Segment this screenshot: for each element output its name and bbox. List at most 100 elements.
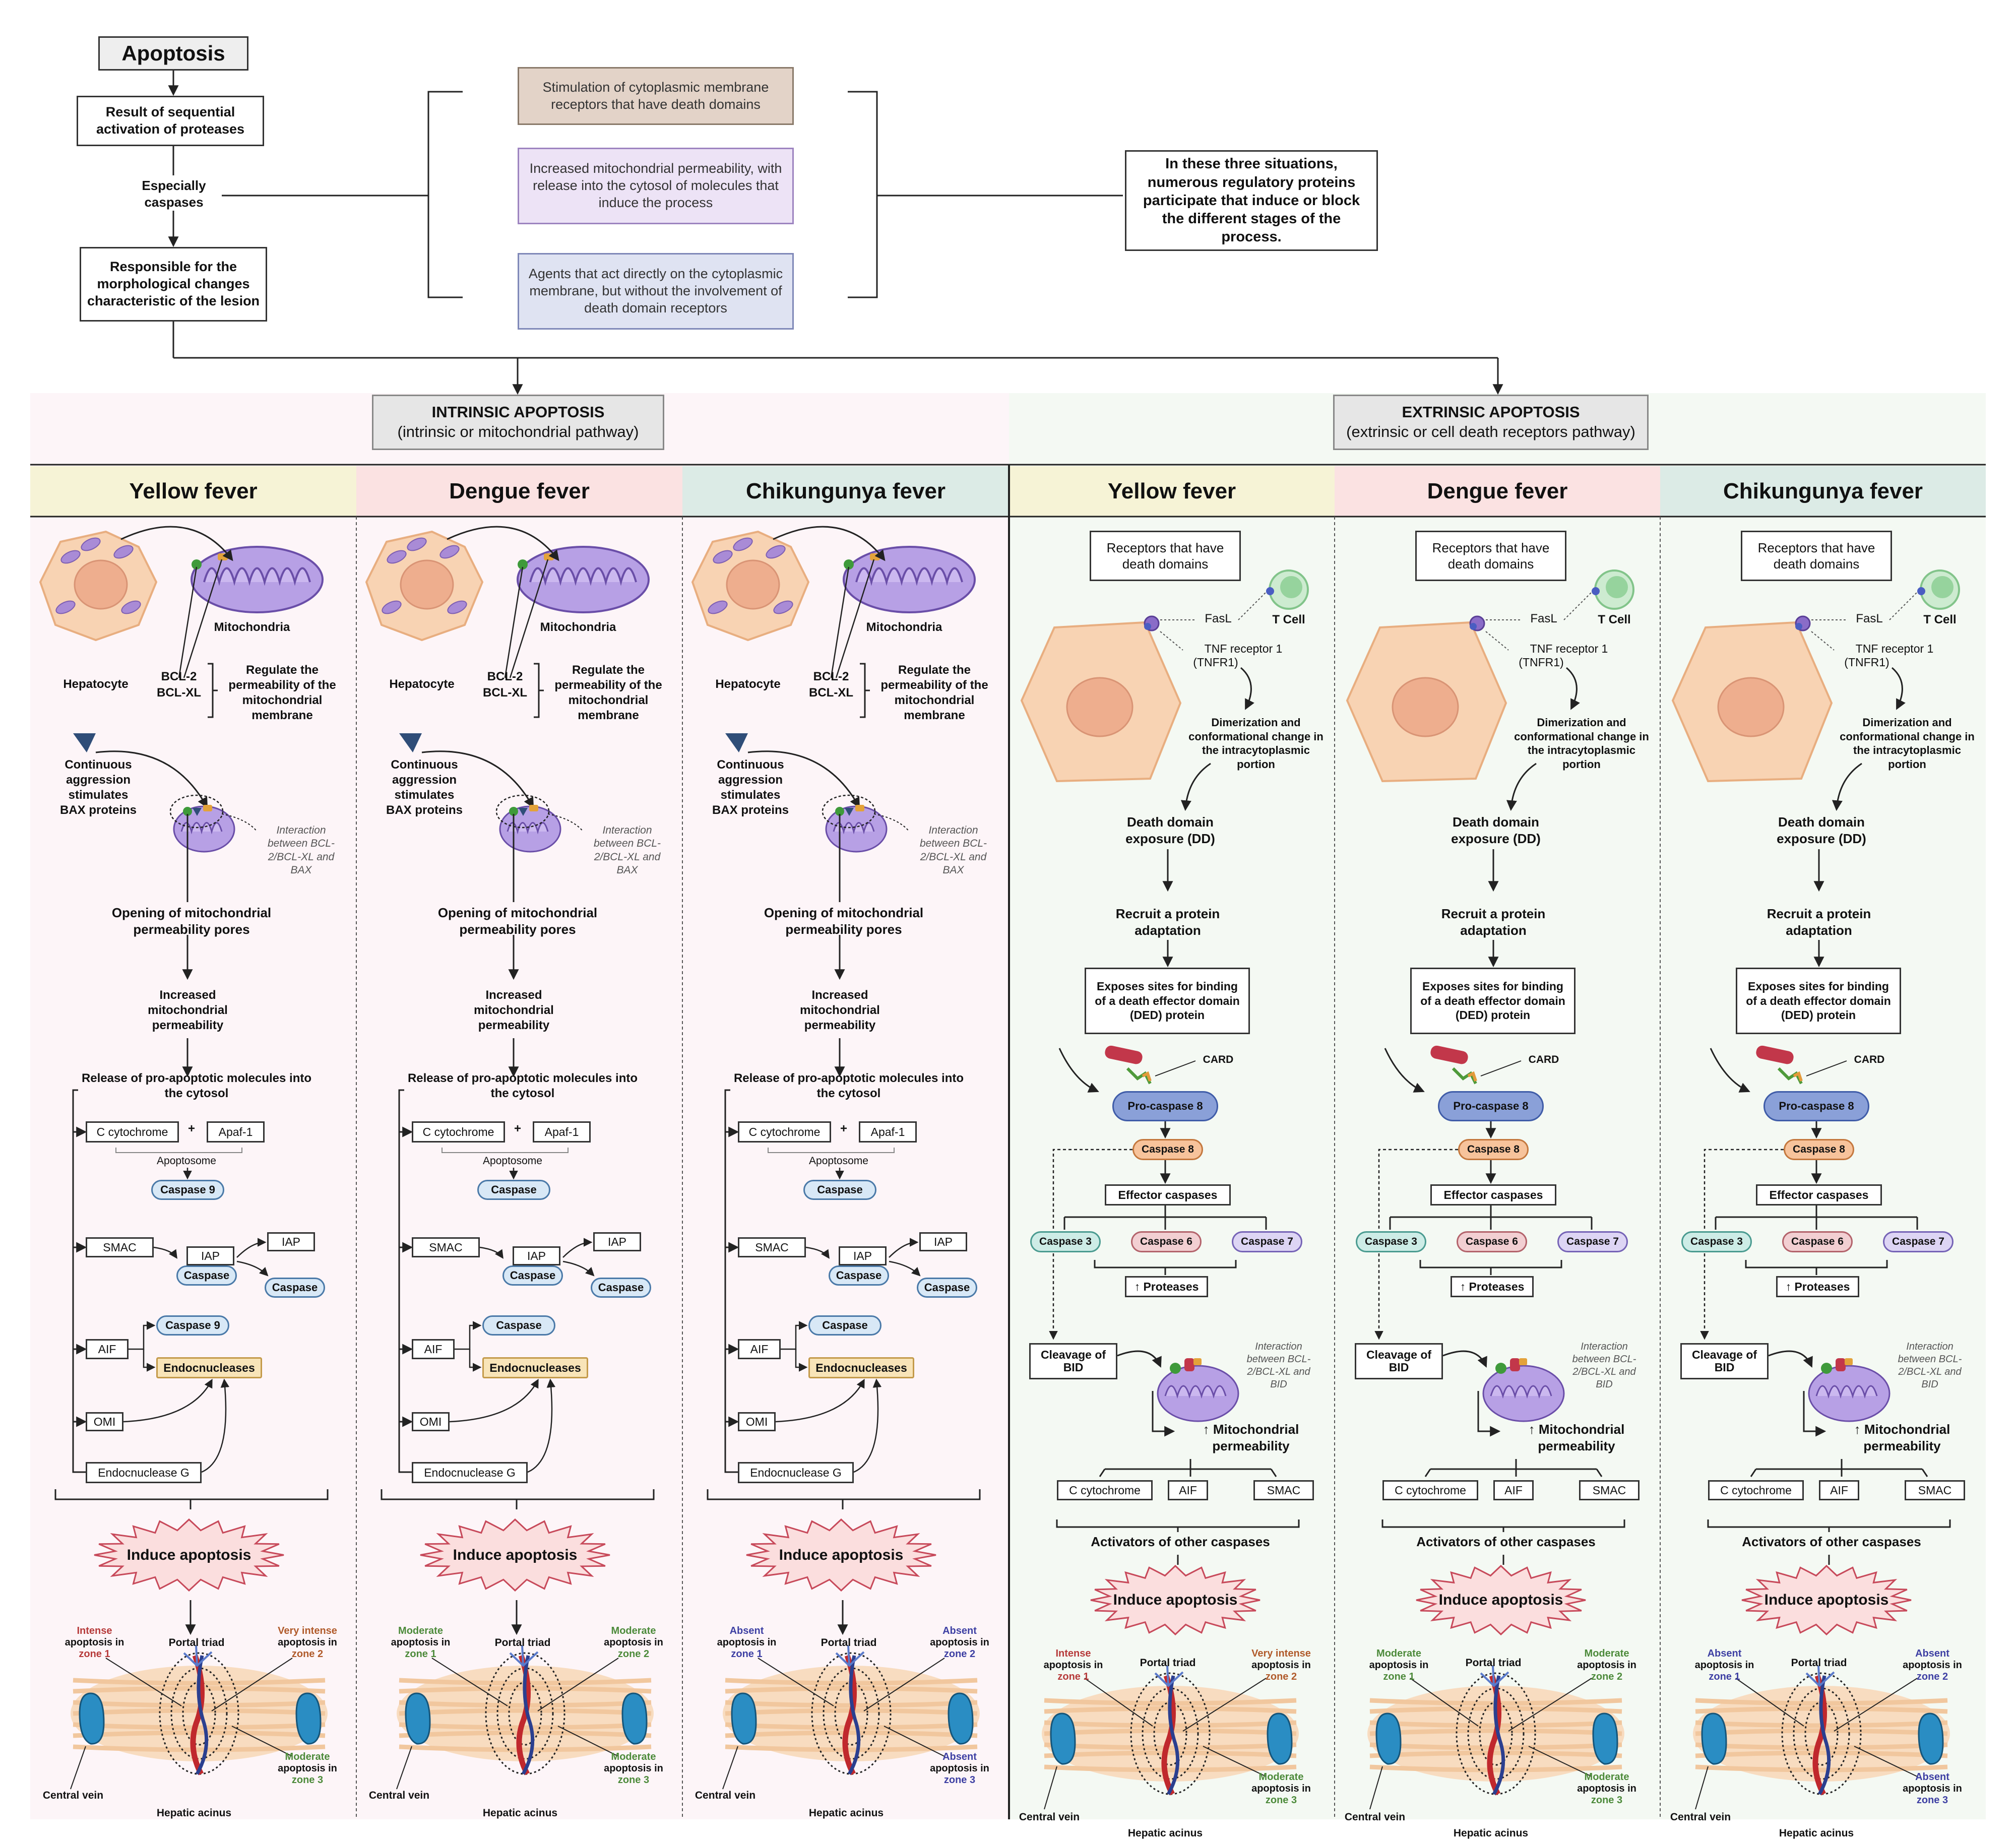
zone-2-label-line: zone 2 [1916, 1671, 1948, 1682]
induce-apoptosis-label: Induce apoptosis [453, 1546, 578, 1563]
mitochondria-bid-icon [1808, 1358, 1891, 1422]
opening-pores-label: Opening of mitochondrial permeability po… [437, 905, 598, 937]
bax-protein-icon [725, 733, 748, 752]
mitochondria-bid-icon [1482, 1358, 1565, 1422]
central-vein-label: Central vein [1344, 1811, 1406, 1823]
zone-2-label-line: zone 2 [291, 1648, 324, 1660]
hepatic-acinus-illustration [71, 1645, 328, 1775]
effector-caspases-box: Effector caspases [1756, 1184, 1882, 1205]
hepatocyte-label: Hepatocyte [63, 677, 129, 691]
t-cell-illustration [1917, 569, 1960, 610]
bax-protein-icon [399, 733, 422, 752]
extrinsic-column-graphics [1671, 569, 1960, 1810]
ded-binding-box: Exposes sites for binding of a death eff… [1085, 968, 1250, 1034]
induce-apoptosis-star: Induce apoptosis [1090, 1565, 1261, 1635]
induce-apoptosis-label: Induce apoptosis [1113, 1592, 1238, 1608]
caspase-6-pill: Caspase 6 [1782, 1231, 1853, 1252]
central-vein-label: Central vein [42, 1790, 104, 1801]
intrinsic-column-graphics [691, 526, 981, 1790]
caspase-pill-2: Caspase [265, 1278, 325, 1298]
hepatocyte-label: Hepatocyte [389, 677, 455, 691]
zone-1-label-line: zone 1 [405, 1648, 436, 1660]
mitochondria-bid-icon [1157, 1358, 1239, 1422]
recruit-adaptation-label: Recruit a protein adaptation [1767, 906, 1871, 938]
central-vein-label: Central vein [1019, 1811, 1080, 1823]
zone-2-label-line: apoptosis in [1577, 1660, 1636, 1671]
death-domain-label: Death domain exposure (DD) [1777, 814, 1866, 846]
induce-apoptosis-star: Induce apoptosis [745, 1518, 937, 1592]
caspase-pill-1: Caspase [176, 1265, 237, 1286]
endonucleases-box: Endocnucleases [156, 1357, 262, 1378]
caspase-pill-1: Caspase [829, 1265, 889, 1286]
fasl-label: FasL [1856, 612, 1883, 625]
plus-sign: + [514, 1122, 521, 1135]
zone-2-label-line: apoptosis in [604, 1637, 663, 1648]
interaction-bcl2-bid-label: Interaction between BCL-2/BCL-XL and BID [1572, 1341, 1636, 1390]
zone-2-label-line: zone 2 [1265, 1671, 1297, 1682]
omi-box: OMI [412, 1412, 450, 1431]
card-label: CARD [1528, 1054, 1559, 1065]
iap-box: IAP [839, 1246, 887, 1265]
zone-1-label-line: apoptosis in [1369, 1660, 1429, 1671]
fasl-label: FasL [1530, 612, 1557, 625]
mitochondrial-permeability-label: ↑ Mitochondrial permeability [1203, 1422, 1299, 1453]
smac-box: SMAC [412, 1237, 480, 1257]
plus-sign: + [840, 1122, 847, 1135]
zone-2-label-line: Absent [942, 1625, 977, 1636]
zone-2-label-line: Very intense [278, 1625, 337, 1636]
zone-1-label-line: Intense [1055, 1648, 1091, 1659]
release-molecules-label: Release of pro-apoptotic molecules into … [407, 1071, 638, 1100]
hepatocyte-illustration [1020, 615, 1182, 783]
smac-box: SMAC [86, 1237, 154, 1257]
c-cytochrome-box: C cytochrome [1382, 1480, 1478, 1500]
proteases-box: ↑ Proteases [1125, 1276, 1208, 1297]
zone-1-label-line: apoptosis in [65, 1637, 124, 1648]
zone-1-label-line: zone 1 [1709, 1671, 1740, 1682]
intrinsic-apoptosis-box: INTRINSIC APOPTOSIS (intrinsic or mitoch… [372, 395, 664, 450]
portal-triad-label: Portal triad [1791, 1657, 1847, 1669]
bclxl-label: BCL-XL [809, 686, 853, 700]
caspase-8-pill: Caspase 8 [1458, 1139, 1529, 1160]
endonuclease-g-box: Endocnuclease G [412, 1462, 528, 1483]
regulatory-proteins-box: In these three situations, numerous regu… [1125, 150, 1378, 251]
iap-box-2: IAP [919, 1232, 967, 1251]
mitochondria-illustration [191, 546, 324, 613]
portal-triad-label: Portal triad [1465, 1657, 1522, 1669]
hepatic-acinus-label: Hepatic acinus [1779, 1827, 1854, 1839]
interaction-bcl2-bax-label: Interaction between BCL-2/BCL-XL and BAX [267, 824, 335, 876]
tnfr1-label: (TNFR1) [1193, 656, 1238, 669]
mitochondria-bax-icon [822, 794, 888, 853]
release-molecules-label: Release of pro-apoptotic molecules into … [81, 1071, 312, 1100]
plus-sign: + [187, 1122, 195, 1135]
zone-1-label-line: Moderate [398, 1625, 443, 1636]
zone-1-label-line: zone 1 [1057, 1671, 1089, 1682]
header-dengue-fever-intrinsic: Dengue fever [356, 466, 682, 517]
caspase-pill-aif: Caspase [482, 1315, 555, 1336]
intrinsic-column-graphics [39, 526, 329, 1790]
bcl2-label: BCL-2 [161, 670, 197, 683]
zone-2-label-line: apoptosis in [1251, 1660, 1311, 1671]
recruit-adaptation-label: Recruit a protein adaptation [1441, 906, 1546, 938]
caspase-8-pill: Caspase 8 [1784, 1139, 1854, 1160]
omi-box: OMI [738, 1412, 776, 1431]
caspase-3-pill: Caspase 3 [1030, 1231, 1101, 1252]
zone-1-label-line: zone 1 [731, 1648, 763, 1660]
activators-label: Activators of other caspases [1416, 1534, 1596, 1549]
header-chikungunya-fever-intrinsic: Chikungunya fever [682, 466, 1009, 517]
situation-mitochondrial: Increased mitochondrial permeability, wi… [518, 148, 794, 224]
aif-box: AIF [412, 1339, 455, 1359]
bax-protein-icon [73, 733, 96, 752]
dimerization-label: Dimerization and conformational change i… [1514, 716, 1649, 771]
zone-2-label-line: apoptosis in [278, 1637, 337, 1648]
fasl-label: FasL [1205, 612, 1232, 625]
